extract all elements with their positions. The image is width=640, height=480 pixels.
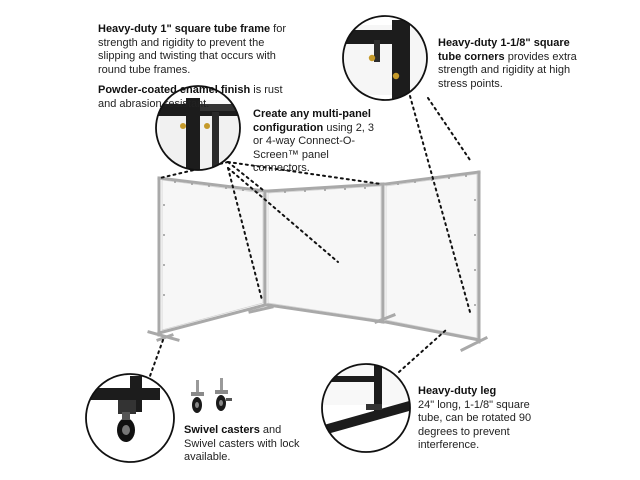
tube-corner-detail xyxy=(342,15,428,101)
screen-panels xyxy=(161,173,478,339)
multipanel-callout-bold: Create any multi-panel configuration xyxy=(253,108,371,134)
leg-detail xyxy=(321,363,411,453)
multipanel-callout-text: using 2, 3 or 4-way Connect-O-Screen™ pa… xyxy=(253,121,375,175)
middle-panel-curtain xyxy=(267,185,382,321)
frame-callout: Heavy-duty 1" square tube frame for stre… xyxy=(98,23,293,118)
finish-callout-bold: Powder-coated enamel finish xyxy=(98,84,251,96)
multipanel-callout: Create any multi-panel configuration usi… xyxy=(253,108,383,176)
frame-callout-para1: Heavy-duty 1" square tube frame for stre… xyxy=(98,23,293,77)
screen-legs xyxy=(147,305,489,353)
finish-callout-para: Powder-coated enamel finish is rust and … xyxy=(98,84,293,111)
frame-callout-bold: Heavy-duty 1" square tube frame xyxy=(98,23,271,35)
screen-frame xyxy=(157,170,481,344)
leg-callout-bold: Heavy-duty leg xyxy=(418,385,497,397)
corners-callout-bold: Heavy-duty 1-1/8" square tube corners xyxy=(438,37,570,63)
leg-callout-text: 24" long, 1-1/8" square tube, can be rot… xyxy=(418,398,532,452)
frame-callout-text: for strength and rigidity to prevent the… xyxy=(98,23,287,76)
right-panel-curtain xyxy=(385,173,478,339)
casters-callout-text: and Swivel casters with lock available. xyxy=(184,424,300,463)
casters-callout-bold: Swivel casters xyxy=(184,424,260,436)
finish-callout-text: is rust and abrasion resistant. xyxy=(98,84,283,110)
casters-callout: Swivel casters and Swivel casters with l… xyxy=(184,424,314,465)
swivel-casters-image xyxy=(191,378,232,413)
left-panel-curtain xyxy=(161,179,264,331)
corners-callout: Heavy-duty 1-1/8" square tube corners pr… xyxy=(438,37,588,91)
corners-callout-text: provides extra strength and rigidity at … xyxy=(438,50,577,90)
caster-detail xyxy=(85,373,175,463)
